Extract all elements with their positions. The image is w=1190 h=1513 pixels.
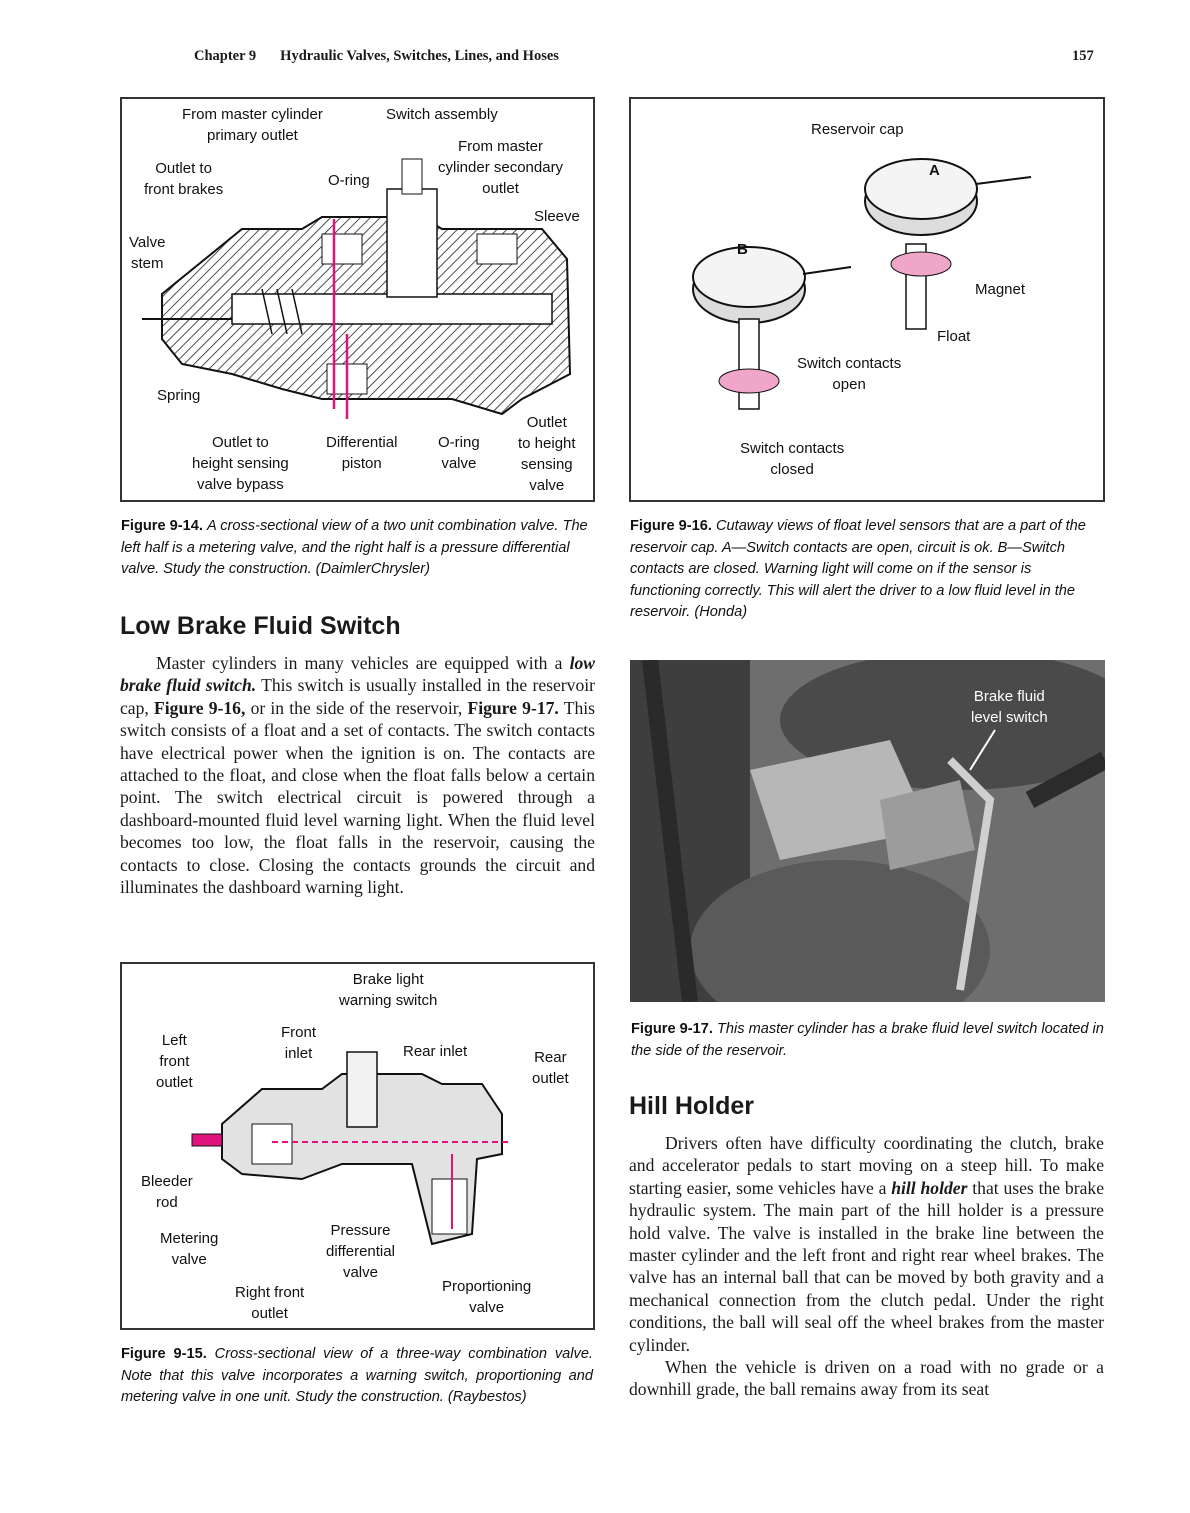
caption-label: Figure 9-16.	[630, 518, 712, 534]
paragraph: Drivers often have difficulty coordinati…	[629, 1132, 1104, 1356]
page-number: 157	[1072, 48, 1094, 64]
chapter-label: Chapter 9	[194, 48, 257, 64]
label-spring: Spring	[157, 387, 201, 404]
chapter-title: Hydraulic Valves, Switches, Lines, and H…	[280, 48, 559, 64]
section-title-low-brake: Low Brake Fluid Switch	[120, 612, 401, 640]
section-title-hill-holder: Hill Holder	[629, 1092, 755, 1120]
label-rear-inlet: Rear inlet	[403, 1043, 468, 1060]
caption-label: Figure 9-14.	[121, 518, 203, 534]
paragraph: When the vehicle is driven on a road wit…	[629, 1356, 1104, 1401]
running-header: Chapter 9 Hydraulic Valves, Switches, Lin…	[194, 48, 559, 65]
text-run: This switch is usually installed in the …	[120, 675, 595, 718]
figure-9-14-caption: Figure 9-14. A cross-sectional view of a…	[121, 516, 593, 581]
text-run: Drivers often have difficulty coordinati…	[629, 1133, 1104, 1198]
label-a: A	[929, 162, 940, 179]
section-body-hill-holder: Drivers often have difficulty coordinati…	[629, 1132, 1104, 1401]
label-float: Float	[937, 328, 971, 345]
paragraph: Master cylinders in many vehicles are eq…	[120, 652, 595, 898]
label-oring-top: O-ring	[328, 172, 370, 189]
figure-9-16-caption: Figure 9-16. Cutaway views of float leve…	[630, 516, 1104, 624]
engine-bay-photo	[630, 660, 1105, 1002]
label-magnet: Magnet	[975, 281, 1026, 298]
caption-text: This master cylinder has a brake fluid l…	[631, 1021, 1104, 1059]
figure-9-17-caption: Figure 9-17. This master cylinder has a …	[631, 1019, 1105, 1062]
figure-9-15-caption: Figure 9-15. Cross-sectional view of a t…	[121, 1344, 593, 1409]
caption-label: Figure 9-15.	[121, 1346, 207, 1362]
figure-reference: Figure 9-17.	[467, 697, 559, 718]
key-term: hill holder	[891, 1177, 968, 1198]
caption-text: Cutaway views of float level sensors tha…	[630, 518, 1086, 620]
three-way-valve-drawing	[191, 1051, 512, 1246]
text-run: Master cylinders in many vehicles are eq…	[156, 653, 570, 673]
label-sleeve: Sleeve	[534, 208, 580, 225]
figure-9-16-illustration: Reservoir cap A B Magnet Float Switch co…	[629, 97, 1105, 502]
float-sensor-drawing	[692, 158, 1032, 410]
caption-label: Figure 9-17.	[631, 1021, 713, 1037]
text-run: This switch consists of a float and a se…	[120, 697, 595, 898]
key-term: low brake fluid switch.	[120, 653, 595, 696]
figure-reference: Figure 9-16,	[154, 697, 246, 718]
section-body-low-brake: Master cylinders in many vehicles are eq…	[120, 652, 595, 898]
label-b: B	[737, 241, 748, 258]
label-switch-assembly: Switch assembly	[386, 106, 498, 123]
text-run: that uses the brake hydraulic system. Th…	[629, 1177, 1104, 1355]
caption-text: Cross-sectional view of a three-way comb…	[121, 1346, 593, 1405]
label-reservoir-cap: Reservoir cap	[811, 121, 904, 138]
text-run: When the vehicle is driven on a road wit…	[629, 1357, 1104, 1400]
combination-valve-drawing	[142, 158, 572, 419]
text-run: or in the side of the reservoir,	[245, 697, 468, 718]
caption-text: A cross-sectional view of a two unit com…	[121, 518, 588, 577]
